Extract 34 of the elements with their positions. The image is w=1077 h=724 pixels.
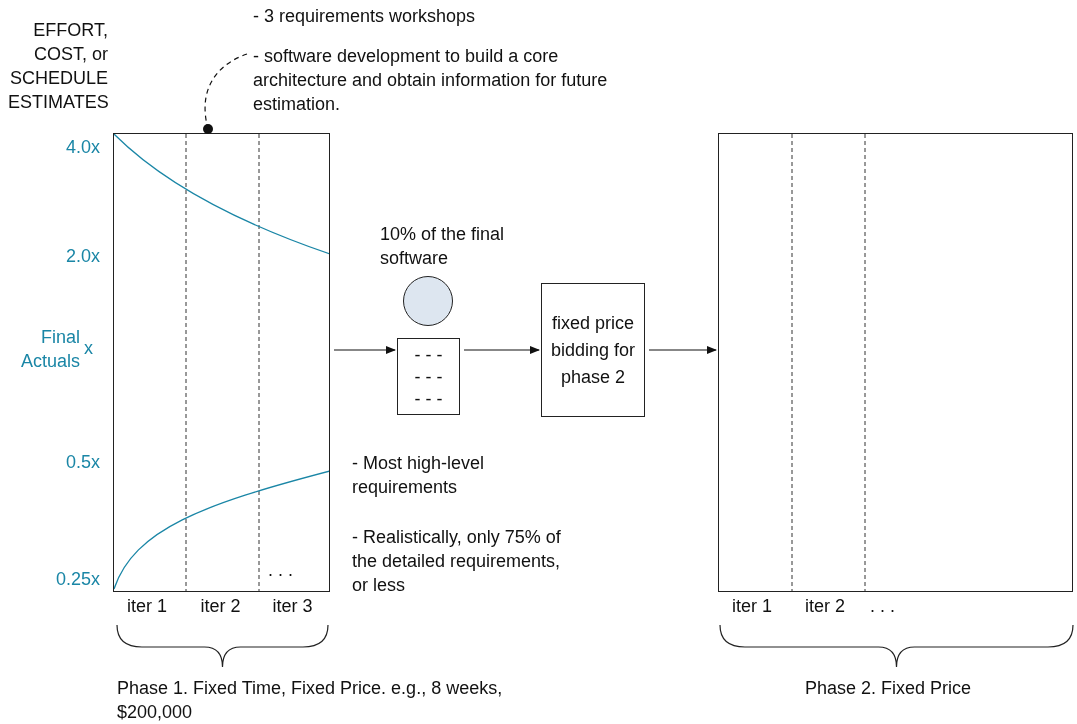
tick-label: 0.25x — [54, 568, 100, 591]
tick-label: 0.5x — [64, 451, 100, 474]
ellipsis-mark: . . . — [268, 559, 294, 582]
tick-label: Final Actuals — [19, 326, 80, 373]
phase-panel — [113, 133, 330, 592]
iteration-label: iter 2 — [804, 595, 846, 618]
dash-line: - - - — [414, 343, 443, 366]
note-text: - software development to build a core architecture and obtain information for future estimation. — [253, 45, 609, 116]
arrow — [333, 346, 396, 354]
leader-line — [203, 53, 248, 134]
document-box — [397, 338, 460, 415]
axis-title: EFFORT, COST, or SCHEDULE ESTIMATES — [8, 19, 108, 114]
process-box — [541, 283, 645, 417]
arrow — [463, 346, 540, 354]
tick-label: 4.0x — [64, 136, 100, 159]
note-text: - 3 requirements workshops — [253, 5, 477, 28]
iteration-label: iter 1 — [731, 595, 773, 618]
circle-caption: 10% of the final software — [380, 223, 506, 270]
iteration-label: iter 1 — [126, 595, 168, 618]
iteration-label: iter 2 — [199, 595, 242, 618]
deliverable-circle — [403, 276, 453, 326]
iteration-label: iter 3 — [271, 595, 314, 618]
dash-line: - - - — [414, 387, 443, 410]
phase-caption: Phase 1. Fixed Time, Fixed Price. e.g., 8 weeks, $200,000 — [117, 677, 504, 724]
requirements-note: - Most high-level requirements — [352, 452, 486, 499]
tick-label: 2.0x — [64, 245, 100, 268]
arrow — [648, 346, 717, 354]
ellipsis-mark: . . . — [870, 595, 896, 618]
phase-panel — [718, 133, 1073, 592]
tick-label: x — [84, 337, 94, 360]
dash-line: - - - — [414, 365, 443, 388]
box-label: fixed price bidding for phase 2 — [549, 311, 637, 389]
phase-caption: Phase 2. Fixed Price — [805, 677, 973, 700]
requirements-note: - Realistically, only 75% of the detailed requirements, or less — [352, 526, 562, 597]
